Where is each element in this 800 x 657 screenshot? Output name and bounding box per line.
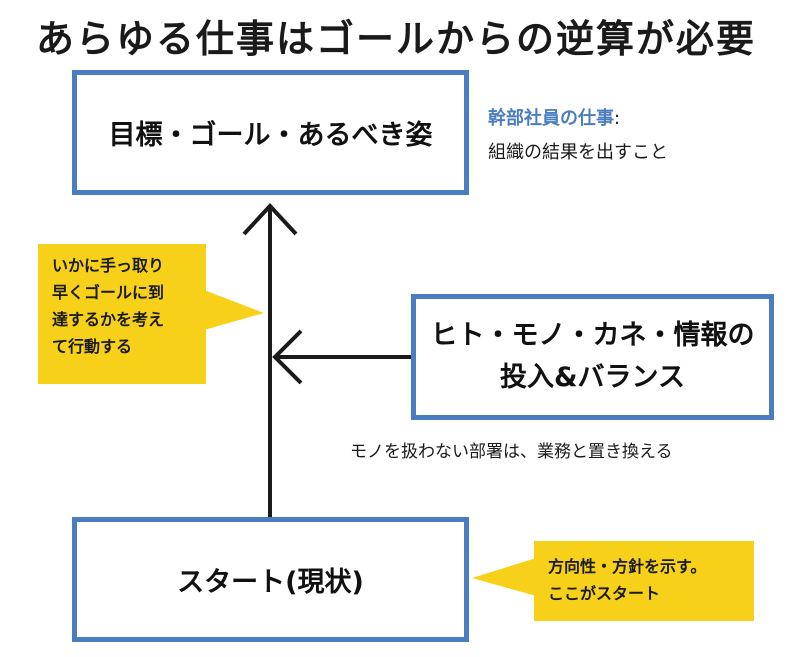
resources-line-2: 投入&バランス: [499, 362, 685, 393]
executive-note-body: 組織の結果を出すこと: [488, 142, 668, 163]
executive-note-heading: 幹部社員の仕事: [488, 108, 614, 129]
callout-right: 方向性・方針を示す。 ここがスタート: [534, 541, 754, 621]
resources-note: モノを扱わない部署は、業務と置き換える: [350, 442, 673, 462]
resources-box: ヒト・モノ・カネ・情報の 投入&バランス: [411, 294, 774, 420]
start-label: スタート(現状): [177, 567, 364, 598]
callout-left-line: 早くゴールに到: [52, 283, 165, 302]
executive-note-colon: :: [614, 108, 621, 129]
goal-label: 目標・ゴール・あるべき姿: [108, 120, 433, 151]
goal-box: 目標・ゴール・あるべき姿: [72, 70, 469, 195]
callout-right-tail: [472, 558, 536, 596]
start-box: スタート(現状): [72, 517, 469, 642]
resources-line-1: ヒト・モノ・カネ・情報の: [430, 320, 755, 351]
vertical-arrow-head: [242, 203, 298, 236]
callout-left-line: 達するかを考え: [52, 310, 165, 329]
callout-left: いかに手っ取り 早くゴールに到 達するかを考え て行動する: [38, 244, 206, 384]
page-title: あらゆる仕事はゴールからの逆算が必要: [36, 16, 757, 61]
callout-left-line: て行動する: [52, 337, 133, 356]
callout-right-line: 方向性・方針を示す。: [548, 557, 707, 576]
executive-note: 幹部社員の仕事: 組織の結果を出すこと: [488, 102, 668, 170]
callout-left-tail: [204, 290, 264, 330]
horizontal-arrow-head: [272, 329, 303, 385]
callout-left-line: いかに手っ取り: [52, 256, 165, 275]
callout-right-line: ここがスタート: [548, 584, 661, 603]
